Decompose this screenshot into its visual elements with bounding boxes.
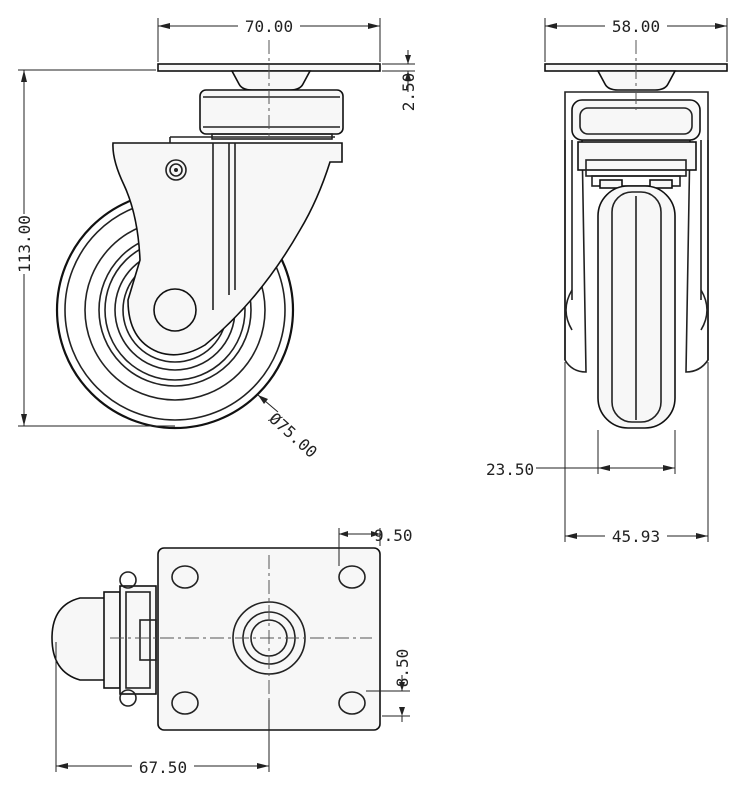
dim-bracket-width: 45.93: [612, 527, 660, 546]
dim-hole-offset-y: 8.50: [393, 649, 412, 688]
dim-wheel-diameter: Ø75.00: [265, 409, 321, 462]
dim-top-plate-width: 70.00: [245, 17, 293, 36]
bolt-hole: [171, 691, 199, 715]
side-view: [544, 40, 728, 429]
top-wheel-dome: [51, 597, 109, 681]
side-swivel-neck: [596, 70, 677, 91]
front-fork-leg: [112, 142, 343, 356]
dim-overall-height: 113.00: [15, 215, 34, 273]
side-dimensions: 58.00 23.50 45.93: [486, 14, 728, 546]
dim-swivel-offset: 67.50: [139, 758, 187, 777]
front-axle: [153, 288, 197, 332]
dim-side-plate-width: 58.00: [612, 17, 660, 36]
bolt-hole: [338, 565, 366, 589]
bolt-hole: [338, 691, 366, 715]
dim-wheel-width: 23.50: [486, 460, 534, 479]
top-view: [51, 547, 381, 770]
top-dimensions: 9.50 8.50 67.50: [55, 526, 413, 777]
grease-nipple: [165, 159, 187, 181]
bolt-hole: [171, 565, 199, 589]
dim-hole-offset-x: 9.50: [374, 526, 413, 545]
front-swivel-neck: [230, 70, 312, 91]
front-view: [55, 40, 381, 430]
dim-plate-thickness: 2.50: [399, 73, 418, 112]
